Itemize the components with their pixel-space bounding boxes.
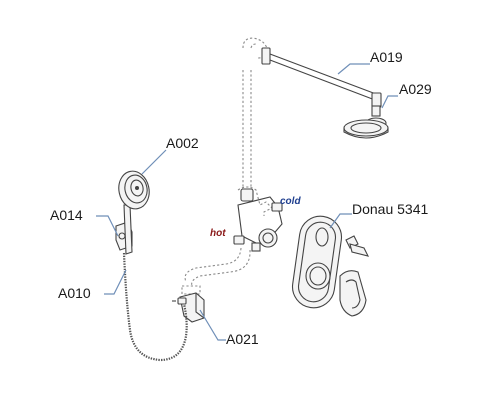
label-a029: A029	[399, 81, 432, 97]
shower-head	[343, 105, 389, 139]
label-cold: cold	[280, 196, 301, 207]
label-hot: hot	[210, 228, 226, 239]
shower-hose	[122, 252, 188, 362]
label-a019: A019	[370, 49, 403, 65]
hand-shower	[118, 170, 150, 255]
label-a002: A002	[166, 135, 199, 151]
cover-plate	[291, 215, 343, 309]
concealed-body	[233, 186, 283, 252]
label-a014: A014	[50, 207, 83, 223]
label-donau-5341: Donau 5341	[352, 201, 429, 217]
label-a021: A021	[226, 331, 259, 347]
label-a010: A010	[58, 285, 91, 301]
leader-lines	[96, 63, 398, 341]
lever-handle	[339, 235, 370, 317]
hidden-outlet-pipe	[181, 247, 251, 295]
hidden-riser-pipe	[242, 37, 269, 190]
wall-outlet	[172, 292, 205, 323]
shower-arm	[261, 47, 382, 108]
